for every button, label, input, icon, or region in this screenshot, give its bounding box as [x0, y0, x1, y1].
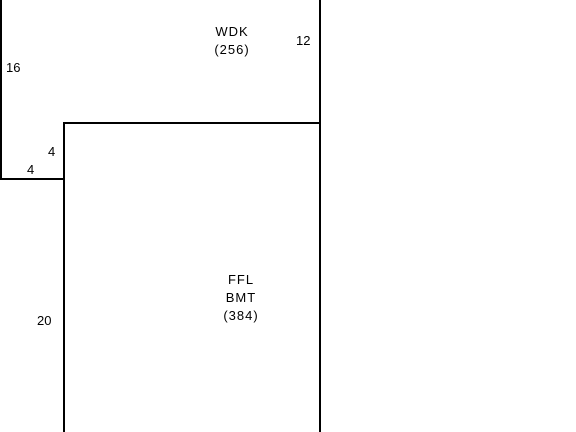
area-label-line: (384): [223, 308, 259, 323]
area-label-line: FFL: [227, 272, 255, 287]
dimension-upper-left: 16: [6, 60, 21, 75]
dimension-jog-horizontal: 4: [27, 162, 35, 177]
dimension-upper-right: 12: [296, 33, 311, 48]
area-label-wdk: WDK (256): [202, 23, 262, 59]
area-label-ffl-bmt: FFL BMT (384): [211, 271, 271, 325]
area-label-line: WDK: [215, 24, 249, 39]
dimension-jog-vertical: 4: [48, 144, 56, 159]
area-label-line: (256): [214, 42, 250, 57]
area-label-line: BMT: [225, 290, 257, 305]
dimension-lower-left: 20: [37, 313, 52, 328]
